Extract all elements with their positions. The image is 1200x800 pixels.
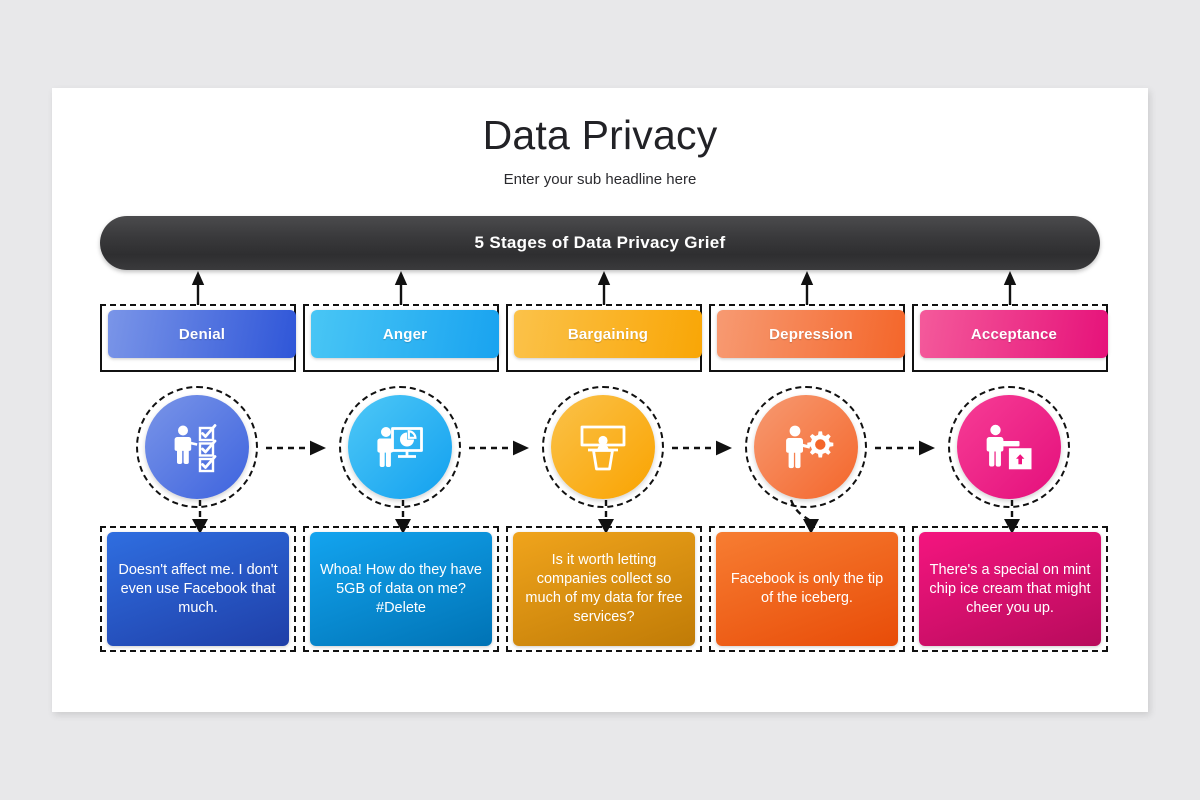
arrow-right-icon <box>469 439 531 457</box>
arrow-up-icon <box>394 270 408 306</box>
person-package-upload-icon <box>981 419 1037 475</box>
person-presentation-chart-icon <box>372 419 428 475</box>
arrow-right-icon <box>266 439 328 457</box>
stage-quote-box[interactable]: Is it worth letting companies collect so… <box>513 532 695 646</box>
stage-label-denial[interactable]: Denial <box>108 310 296 358</box>
stage-label-depression[interactable]: Depression <box>717 310 905 358</box>
stage-label-text: Bargaining <box>567 325 649 343</box>
stage-icon-circle[interactable] <box>136 386 258 508</box>
dashed-ring <box>745 386 867 508</box>
stage-label-anger[interactable]: Anger <box>311 310 499 358</box>
stage-quote-text: There's a special on mint chip ice cream… <box>929 561 1091 616</box>
circle-fill <box>754 395 858 499</box>
dashed-ring <box>339 386 461 508</box>
stage-icon-circle[interactable] <box>948 386 1070 508</box>
dashed-ring <box>948 386 1070 508</box>
circle-fill <box>348 395 452 499</box>
arrow-up-icon <box>597 270 611 306</box>
arrow-right-icon <box>672 439 734 457</box>
arrow-right-icon <box>875 439 937 457</box>
stage-label-text: Acceptance <box>970 325 1058 343</box>
stage-quote-frame <box>303 526 499 652</box>
stage-quote-frame <box>709 526 905 652</box>
circle-fill <box>145 395 249 499</box>
stage-quote-frame <box>912 526 1108 652</box>
dashed-ring <box>542 386 664 508</box>
stage-label-acceptance[interactable]: Acceptance <box>920 310 1108 358</box>
stage-label-bargaining[interactable]: Bargaining <box>514 310 702 358</box>
stage-quote-text: Whoa! How do they have 5GB of data on me… <box>319 561 482 616</box>
stage-label-text: Anger <box>382 325 428 343</box>
stage-icon-circle[interactable] <box>339 386 461 508</box>
stage-quote-box[interactable]: Whoa! How do they have 5GB of data on me… <box>310 532 492 646</box>
page-subtitle: Enter your sub headline here <box>503 171 697 188</box>
stage-quote-text: Facebook is only the tip of the iceberg. <box>730 571 884 606</box>
slide-canvas: Data Privacy Enter your sub headline her… <box>52 88 1148 712</box>
person-gear-icon <box>778 419 834 475</box>
speaker-podium-screen-icon <box>575 419 631 475</box>
stages-banner-label: 5 Stages of Data Privacy Grief <box>474 233 726 252</box>
stage-icon-circle[interactable] <box>745 386 867 508</box>
stage-quote-text: Is it worth letting companies collect so… <box>525 552 683 625</box>
stage-label-text: Depression <box>769 325 853 343</box>
person-checklist-icon <box>169 419 225 475</box>
arrow-up-icon <box>1003 270 1017 306</box>
stage-label-text: Denial <box>178 325 226 343</box>
stage-quote-box[interactable]: There's a special on mint chip ice cream… <box>919 532 1101 646</box>
arrow-up-icon <box>191 270 205 306</box>
stage-quote-text: Doesn't affect me. I don't even use Face… <box>118 561 278 616</box>
arrow-up-icon <box>800 270 814 306</box>
stage-icon-circle[interactable] <box>542 386 664 508</box>
stages-banner: 5 Stages of Data Privacy Grief <box>100 216 1100 270</box>
page-title: Data Privacy <box>482 112 718 158</box>
stage-quote-box[interactable]: Facebook is only the tip of the iceberg. <box>716 532 898 646</box>
stage-quote-frame <box>506 526 702 652</box>
stage-quote-frame <box>100 526 296 652</box>
dashed-ring <box>136 386 258 508</box>
circle-fill <box>957 395 1061 499</box>
circle-fill <box>551 395 655 499</box>
stage-quote-box[interactable]: Doesn't affect me. I don't even use Face… <box>107 532 289 646</box>
